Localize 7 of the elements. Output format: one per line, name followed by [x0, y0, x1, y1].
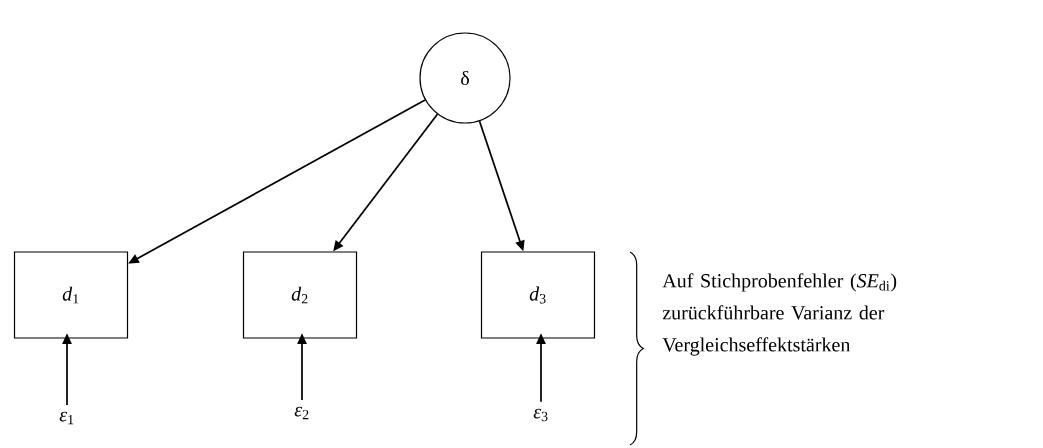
variable-box: d$_{1}$: [13, 251, 129, 339]
variable-box: d$_{2}$: [242, 251, 358, 339]
error-term: ε$_{3}$: [533, 408, 548, 422]
annotation-text: Auf Stichprobenfehler (SE$_{di}$) zurückführbare Varianz der Vergleichseffektstärken: [662, 273, 897, 356]
error-term: ε$_{2}$: [294, 406, 309, 420]
error-term: ε$_{1}$: [59, 411, 74, 425]
variable-box: d$_{3}$: [480, 251, 596, 339]
